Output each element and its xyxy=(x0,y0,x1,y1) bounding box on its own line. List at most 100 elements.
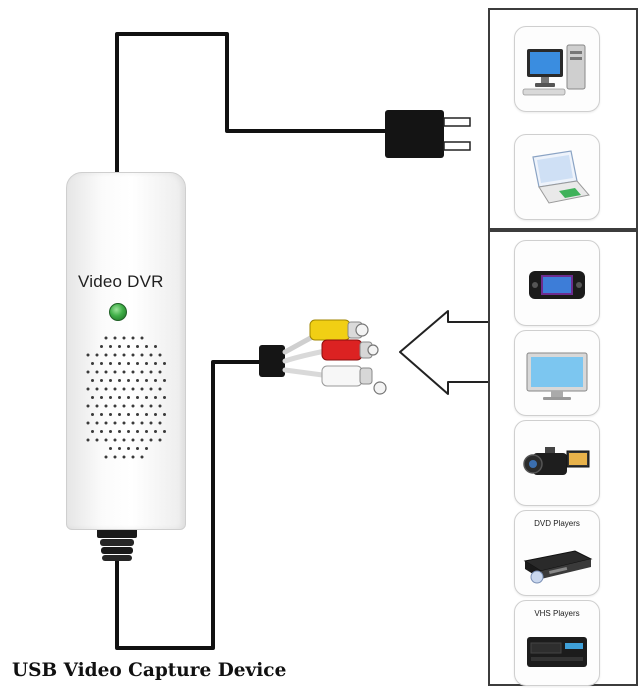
usb-cable xyxy=(115,32,388,180)
grille-hole xyxy=(136,345,139,348)
grille-hole xyxy=(113,353,117,357)
grille-hole xyxy=(100,345,103,348)
grille-hole xyxy=(91,379,94,382)
grille-hole xyxy=(136,362,139,365)
grille-hole xyxy=(109,379,112,382)
device-caption: USB Video Capture Device xyxy=(12,660,287,681)
grille-hole xyxy=(95,404,99,408)
dvd-player-icon xyxy=(523,550,593,584)
grille-hole xyxy=(163,362,166,365)
grille-hole xyxy=(140,353,144,357)
grille-hole xyxy=(91,430,94,433)
grille-hole xyxy=(118,396,121,399)
grille-hole xyxy=(140,370,144,374)
led-indicator-icon xyxy=(109,303,127,321)
grille-hole xyxy=(158,353,162,357)
grille-hole xyxy=(154,345,157,348)
grille-hole xyxy=(131,438,135,442)
grille-hole xyxy=(131,387,135,391)
tile-vhs-player: VHS Players xyxy=(514,600,600,686)
grille-hole xyxy=(100,396,103,399)
grille-hole xyxy=(95,353,99,357)
usb-capture-device xyxy=(66,172,186,530)
grille-hole xyxy=(140,421,144,425)
rca-white-plug-icon xyxy=(321,365,387,395)
grille-hole xyxy=(154,396,157,399)
grille-hole xyxy=(91,396,94,399)
grille-hole xyxy=(154,430,157,433)
grille-hole xyxy=(95,387,99,391)
strain-relief xyxy=(97,526,137,561)
grille-hole xyxy=(86,370,90,374)
grille-hole xyxy=(140,438,144,442)
grille-hole xyxy=(95,370,99,374)
grille-hole xyxy=(131,421,135,425)
grille-hole xyxy=(158,387,162,391)
grille-hole xyxy=(100,430,103,433)
grille-hole xyxy=(149,404,153,408)
vhs-player-icon xyxy=(527,637,587,667)
tile-portable-media-player xyxy=(514,240,600,326)
grille-hole xyxy=(145,379,148,382)
grille-hole xyxy=(127,413,130,416)
grille-hole xyxy=(140,336,144,340)
grille-hole xyxy=(113,404,117,408)
tile-laptop xyxy=(514,134,600,220)
grille-hole xyxy=(113,455,117,459)
grille-hole xyxy=(145,413,148,416)
grille-hole xyxy=(131,404,135,408)
grille-hole xyxy=(118,379,121,382)
grille-hole xyxy=(104,455,108,459)
grille-hole xyxy=(136,447,139,450)
grille-hole xyxy=(145,430,148,433)
grille-hole xyxy=(163,396,166,399)
grille-hole xyxy=(158,421,162,425)
grille-hole xyxy=(122,370,126,374)
vhs-players-label: VHS Players xyxy=(534,609,580,618)
desktop-computer-icon xyxy=(522,44,586,96)
grille-hole xyxy=(154,379,157,382)
grille-hole xyxy=(104,421,108,425)
grille-hole xyxy=(127,396,130,399)
grille-hole xyxy=(131,336,135,340)
grille-hole xyxy=(145,396,148,399)
grille-hole xyxy=(122,387,126,391)
grille-hole xyxy=(113,336,117,340)
usb-plug-icon xyxy=(385,110,471,158)
grille-hole xyxy=(149,370,153,374)
grille-hole xyxy=(118,345,121,348)
device-label: Video DVR xyxy=(78,272,164,291)
grille-hole xyxy=(109,396,112,399)
camcorder-icon xyxy=(523,447,590,475)
grille-hole xyxy=(149,421,153,425)
grille-hole xyxy=(104,353,108,357)
tile-desktop-computer xyxy=(514,26,600,112)
tile-camcorder xyxy=(514,420,600,506)
grille-hole xyxy=(104,370,108,374)
grille-hole xyxy=(122,438,126,442)
grille-hole xyxy=(86,404,90,408)
grille-hole xyxy=(122,353,126,357)
grille-hole xyxy=(118,413,121,416)
grille-hole xyxy=(149,438,153,442)
grille-hole xyxy=(140,387,144,391)
grille-hole xyxy=(145,362,148,365)
grille-hole xyxy=(104,438,108,442)
grille-hole xyxy=(95,438,99,442)
grille-hole xyxy=(86,421,90,425)
grille-hole xyxy=(122,404,126,408)
tile-television xyxy=(514,330,600,416)
grille-hole xyxy=(154,413,157,416)
grille-hole xyxy=(122,336,126,340)
rca-splitter xyxy=(259,345,285,377)
tile-dvd-player: DVD Players xyxy=(514,510,600,596)
grille-hole xyxy=(149,353,153,357)
portable-media-player-icon xyxy=(529,271,585,299)
grille-hole xyxy=(86,438,90,442)
grille-hole xyxy=(154,362,157,365)
grille-hole xyxy=(163,379,166,382)
grille-hole xyxy=(109,447,112,450)
grille-hole xyxy=(131,353,135,357)
grille-hole xyxy=(145,447,148,450)
